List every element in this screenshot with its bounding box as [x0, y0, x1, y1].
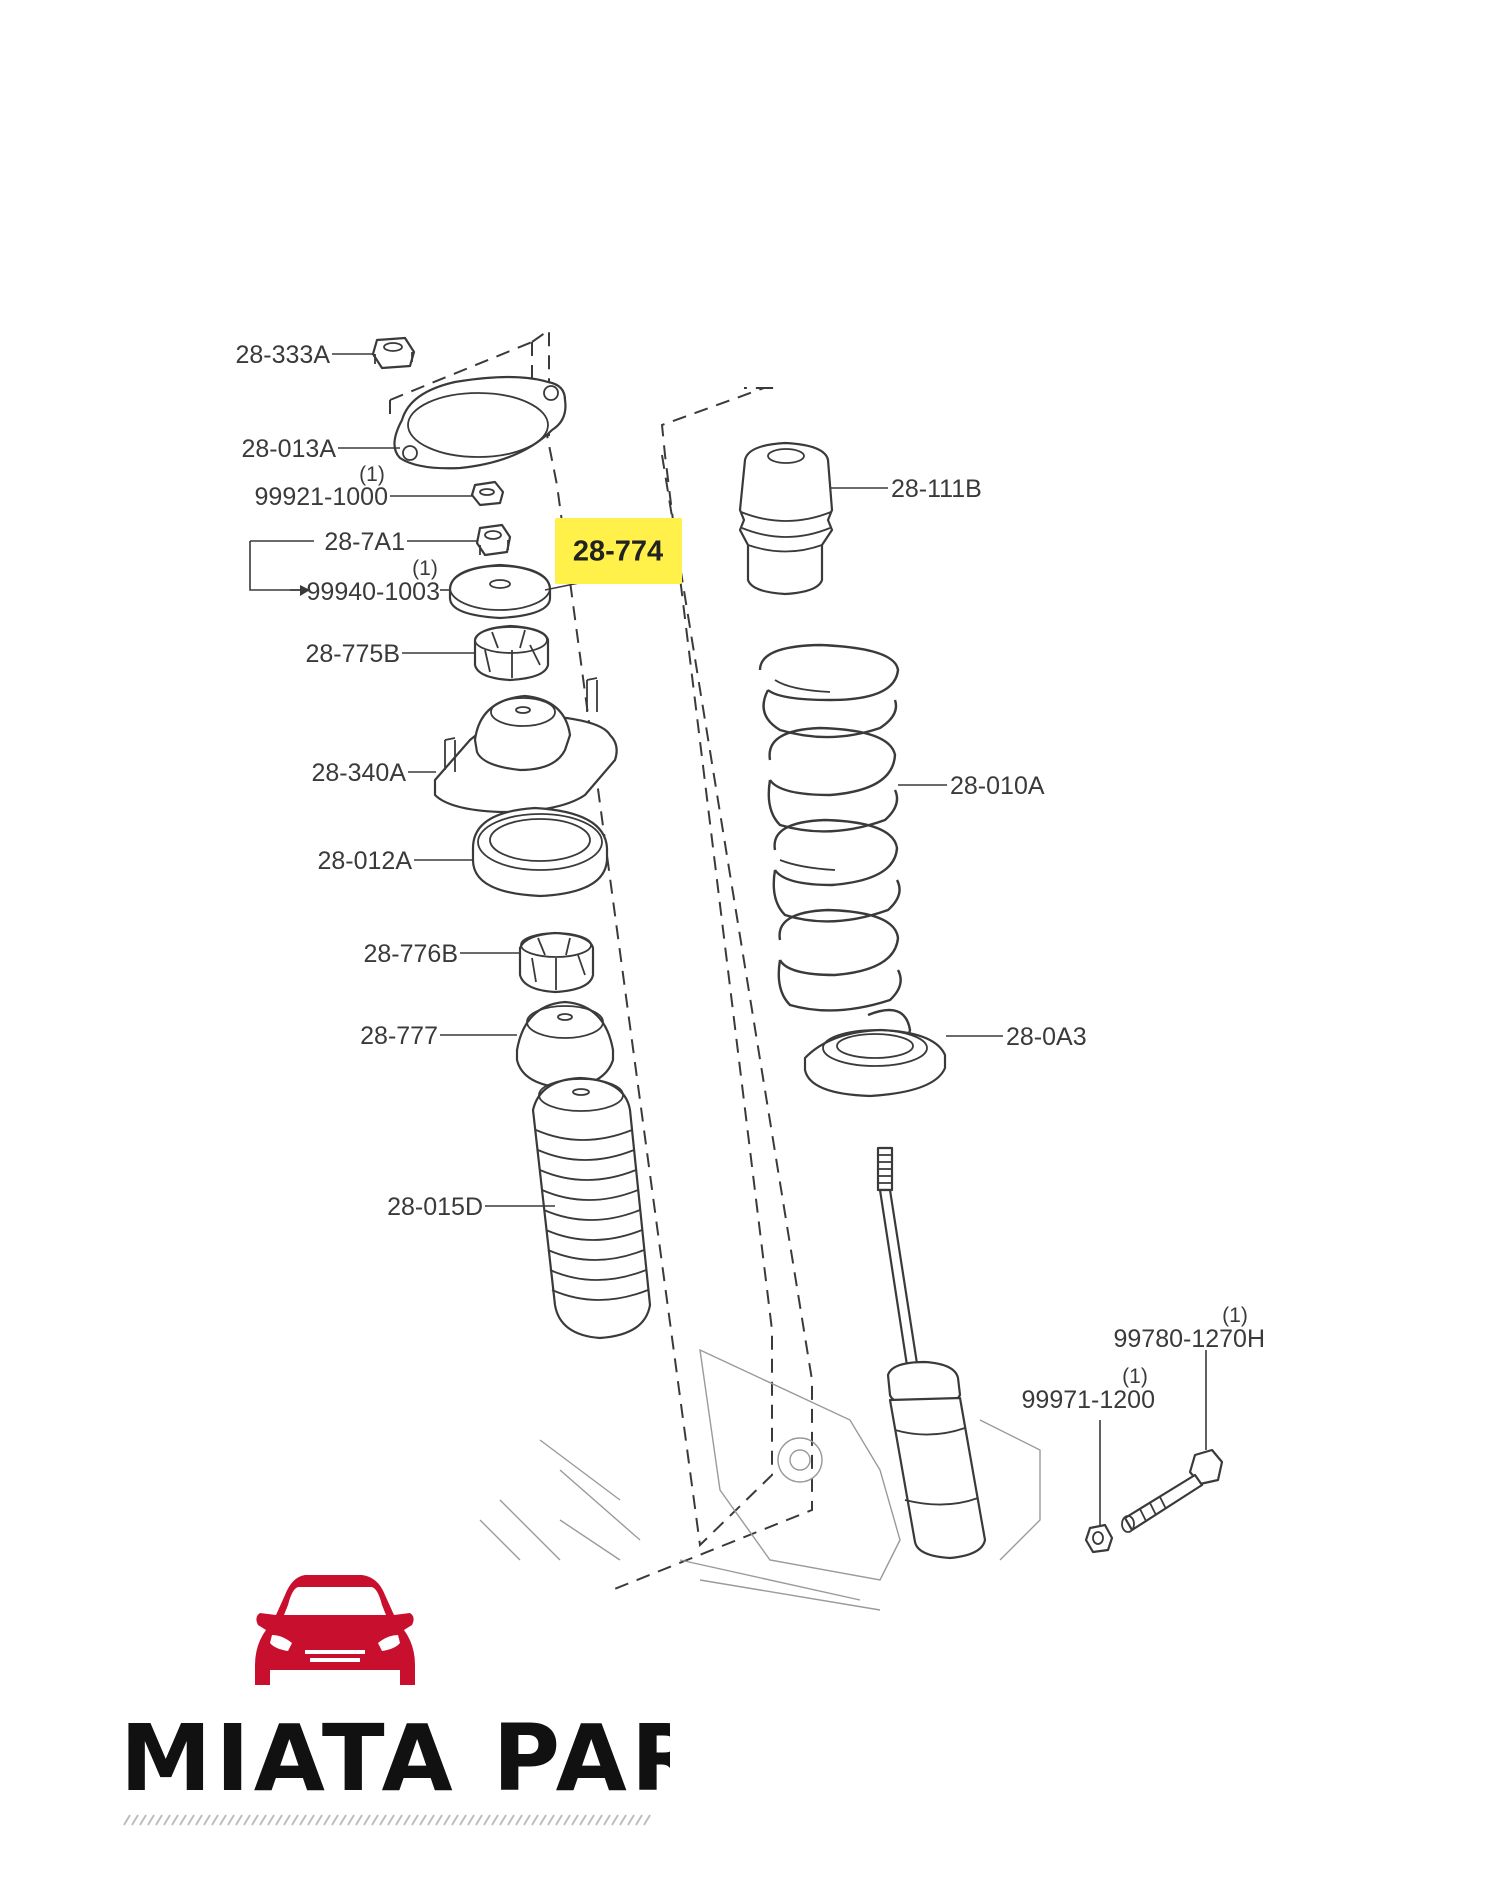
- brand-logo: MIATA PARTS: [120, 1575, 670, 1827]
- leader-lines: [249, 353, 1207, 1525]
- part-shock-absorber: [876, 1146, 987, 1560]
- part-28-010A: [758, 643, 912, 1062]
- part-28-013A: [393, 375, 567, 470]
- part-28-340A: [433, 677, 618, 814]
- label-28-111B[interactable]: 28-111B: [891, 475, 982, 503]
- label-28-0A3[interactable]: 28-0A3: [1006, 1023, 1087, 1051]
- label-28-340A[interactable]: 28-340A: [311, 759, 406, 787]
- part-99971-1200: [1084, 1523, 1114, 1554]
- label-28-012A[interactable]: 28-012A: [317, 847, 412, 875]
- assembly-dash-outline: [531, 328, 776, 1548]
- part-28-776B: [518, 931, 595, 994]
- label-28-7A1[interactable]: 28-7A1: [324, 528, 405, 556]
- label-28-013A[interactable]: 28-013A: [241, 435, 336, 463]
- qty-99780-1270H: (1): [1222, 1304, 1248, 1327]
- label-28-777[interactable]: 28-777: [360, 1022, 438, 1050]
- part-99921-1000: [470, 480, 505, 507]
- part-99780-1270H: [1121, 1448, 1224, 1533]
- label-99940-1003[interactable]: 99940-1003: [307, 578, 440, 606]
- car-front-icon: [255, 1575, 415, 1685]
- part-28-333A: [371, 336, 416, 370]
- qty-99921-1000: (1): [359, 463, 385, 486]
- qty-99971-1200: (1): [1122, 1365, 1148, 1388]
- assembly-dash-right: [611, 454, 813, 1591]
- label-28-333A[interactable]: 28-333A: [235, 341, 330, 369]
- part-28-7A1: [475, 523, 512, 557]
- brand-underline: [120, 1813, 660, 1827]
- brand-name: MIATA PARTS: [120, 1705, 670, 1812]
- arrow-head: [300, 585, 310, 596]
- label-28-010A[interactable]: 28-010A: [950, 772, 1045, 800]
- part-28-111B: [738, 441, 834, 596]
- highlight-box: [555, 518, 682, 584]
- knuckle-background: [479, 1348, 1041, 1611]
- label-28-015D[interactable]: 28-015D: [387, 1193, 483, 1221]
- part-28-774: [448, 563, 552, 620]
- label-28-775B[interactable]: 28-775B: [305, 640, 400, 668]
- label-99780-1270H[interactable]: 99780-1270H: [1113, 1325, 1265, 1353]
- part-28-0A3: [803, 1028, 947, 1098]
- label-99921-1000[interactable]: 99921-1000: [255, 483, 388, 511]
- part-28-777: [515, 1000, 615, 1090]
- label-28-774[interactable]: 28-774: [573, 536, 663, 568]
- part-28-012A: [471, 806, 609, 898]
- qty-99940-1003: (1): [412, 557, 438, 580]
- label-28-776B[interactable]: 28-776B: [363, 940, 458, 968]
- assembly-dash-top: [389, 341, 533, 420]
- label-99971-1200[interactable]: 99971-1200: [1022, 1386, 1155, 1414]
- part-28-775B: [473, 624, 550, 682]
- part-28-015D: [531, 1076, 652, 1340]
